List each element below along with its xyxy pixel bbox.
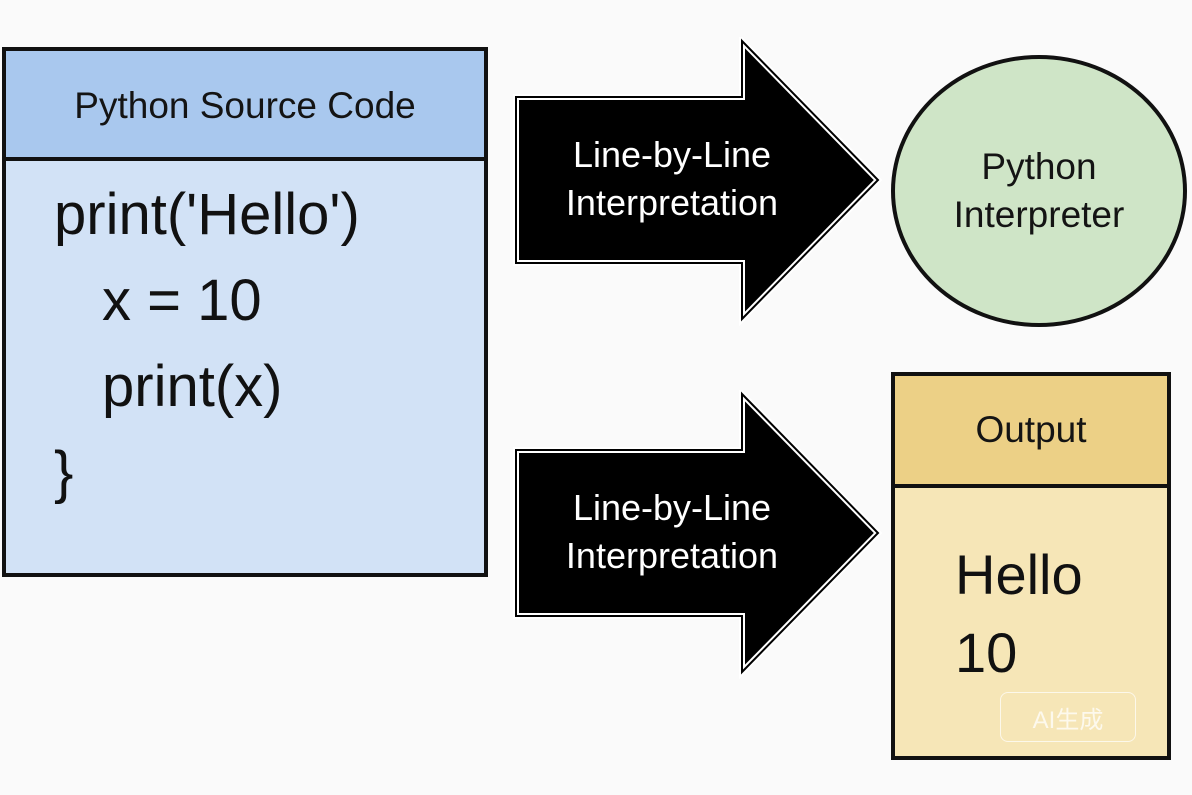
interpreter-label-line2: Interpreter xyxy=(953,194,1125,235)
interpretation-arrow-top: Line-by-Line Interpretation xyxy=(512,33,884,327)
code-line: x = 10 xyxy=(102,268,262,333)
source-code-title: Python Source Code xyxy=(6,51,484,161)
source-code-box: Python Source Code xyxy=(2,47,488,577)
interpretation-arrow-bottom: Line-by-Line Interpretation xyxy=(512,386,884,680)
arrow-label: Line-by-Line Interpretation xyxy=(512,484,832,580)
arrow-label-line1: Line-by-Line xyxy=(572,134,772,175)
arrow-label-line2: Interpretation xyxy=(565,535,779,576)
interpreter-label-line1: Python xyxy=(981,146,1097,187)
arrow-right-icon xyxy=(513,386,883,680)
arrow-label-line2: Interpretation xyxy=(565,182,779,223)
arrow-label: Line-by-Line Interpretation xyxy=(512,131,832,227)
source-code-lines: print('Hello') x = 10 print(x) } xyxy=(54,172,360,516)
python-interpreter-node: Python Interpreter xyxy=(891,55,1187,327)
code-line: } xyxy=(54,440,74,505)
code-line: print(x) xyxy=(102,354,283,419)
arrow-label-line1: Line-by-Line xyxy=(572,487,772,528)
output-line: Hello xyxy=(955,543,1083,606)
output-title: Output xyxy=(895,376,1167,488)
output-line: 10 xyxy=(955,621,1018,684)
arrow-right-icon xyxy=(513,33,883,327)
output-lines: Hello 10 xyxy=(955,536,1083,692)
ai-generated-watermark: AI生成 xyxy=(1000,692,1136,742)
code-line: print('Hello') xyxy=(54,182,360,247)
output-box: Output Hello 10 xyxy=(891,372,1171,760)
